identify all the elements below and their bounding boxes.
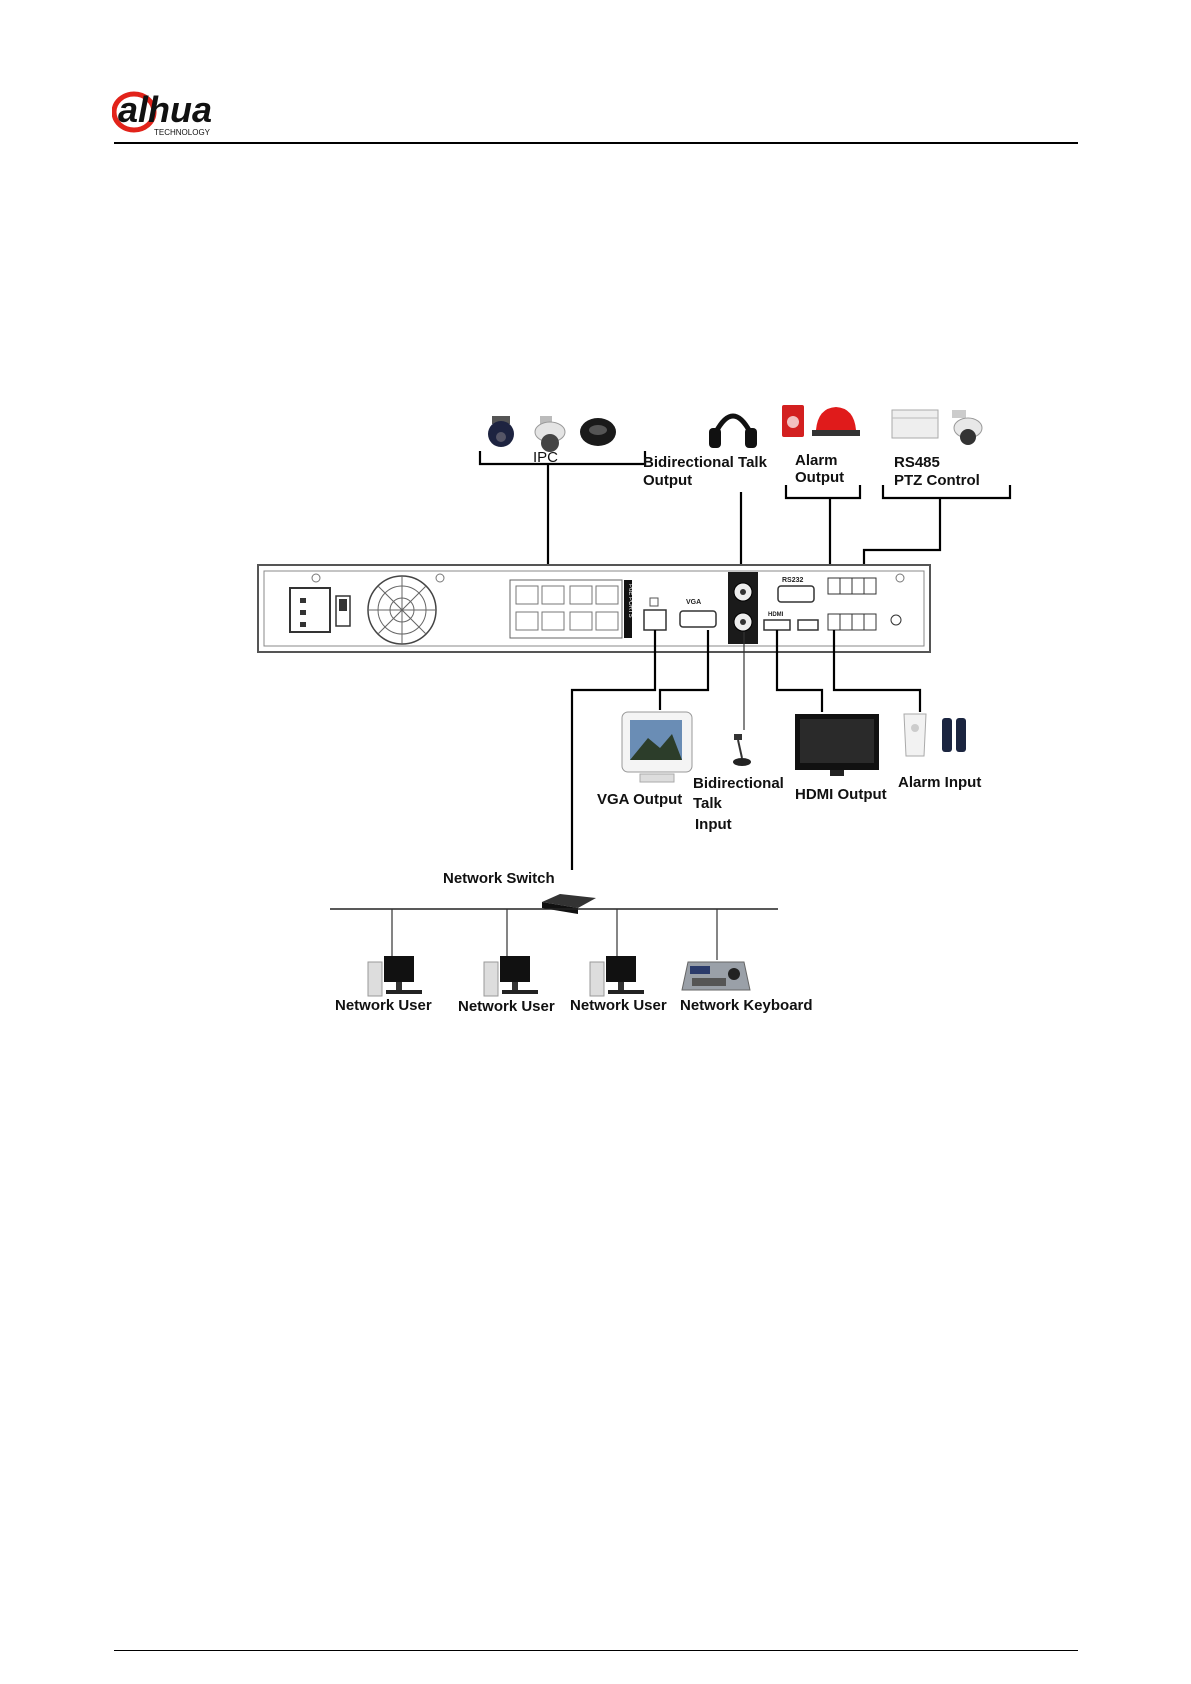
talk-input-label-line1: Bidirectional <box>693 775 784 792</box>
footer-rule <box>114 1650 1078 1651</box>
audio-io-module <box>728 572 758 644</box>
microphone-icon <box>733 734 751 766</box>
alarm-output-label-line1: Alarm <box>795 452 838 469</box>
ptz-camera-icon <box>952 410 982 445</box>
rs232-port-label: RS232 <box>782 577 804 584</box>
fan-grille <box>368 576 436 644</box>
talk-input-label-line2: Talk <box>693 795 723 812</box>
talk-input-label-line3: Input <box>695 816 732 833</box>
poe-ports-label: PoE PORTS <box>627 584 633 618</box>
rs485-label-line2: PTZ Control <box>894 472 980 489</box>
alarm-input-label: Alarm Input <box>898 774 981 791</box>
talk-output-label-line2: Output <box>643 472 692 489</box>
talk-output-label-line1: Bidirectional Talk <box>643 454 768 471</box>
ipc-speed-dome-icon <box>488 416 514 447</box>
network-switch-label: Network Switch <box>443 870 555 887</box>
alarm-output-label-line2: Output <box>795 469 844 486</box>
alarm-output-bracket <box>786 485 860 498</box>
ipc-dome-camera-icon <box>580 418 616 446</box>
alarm-beacon-icon <box>812 407 860 436</box>
network-user-label-1: Network User <box>335 997 432 1014</box>
hdmi-output-label: HDMI Output <box>795 786 887 803</box>
network-keyboard-label: Network Keyboard <box>680 997 813 1014</box>
network-user-label-2: Network User <box>458 998 555 1015</box>
headphones-icon <box>709 416 757 448</box>
nvr-rear-panel: PoE PORTS VGA RS232 HDMI <box>258 565 930 652</box>
ipc-bracket <box>480 451 645 464</box>
ipc-label: IPC <box>533 449 558 466</box>
rs485-decoder-icon <box>892 410 938 438</box>
rs485-label-line1: RS485 <box>894 454 940 471</box>
ipc-ptz-camera-icon <box>535 416 565 452</box>
network-user-label-3: Network User <box>570 997 667 1014</box>
hdmi-port-label: HDMI <box>768 612 784 618</box>
hdmi-tv-icon <box>795 714 879 776</box>
vga-port-label: VGA <box>686 599 701 606</box>
vga-output-label: VGA Output <box>597 791 682 808</box>
network-switch-icon <box>542 894 596 914</box>
alarm-beam-sensor-icon <box>942 718 966 752</box>
network-user-computer-icon-3 <box>590 956 644 996</box>
vga-monitor-icon <box>622 712 692 782</box>
network-user-computer-icon-2 <box>484 956 538 996</box>
network-user-computer-icon-1 <box>368 956 422 996</box>
network-keyboard-icon <box>682 962 750 990</box>
alarm-sensor-detector-icon <box>904 714 926 756</box>
alarm-siren-icon <box>782 405 804 437</box>
